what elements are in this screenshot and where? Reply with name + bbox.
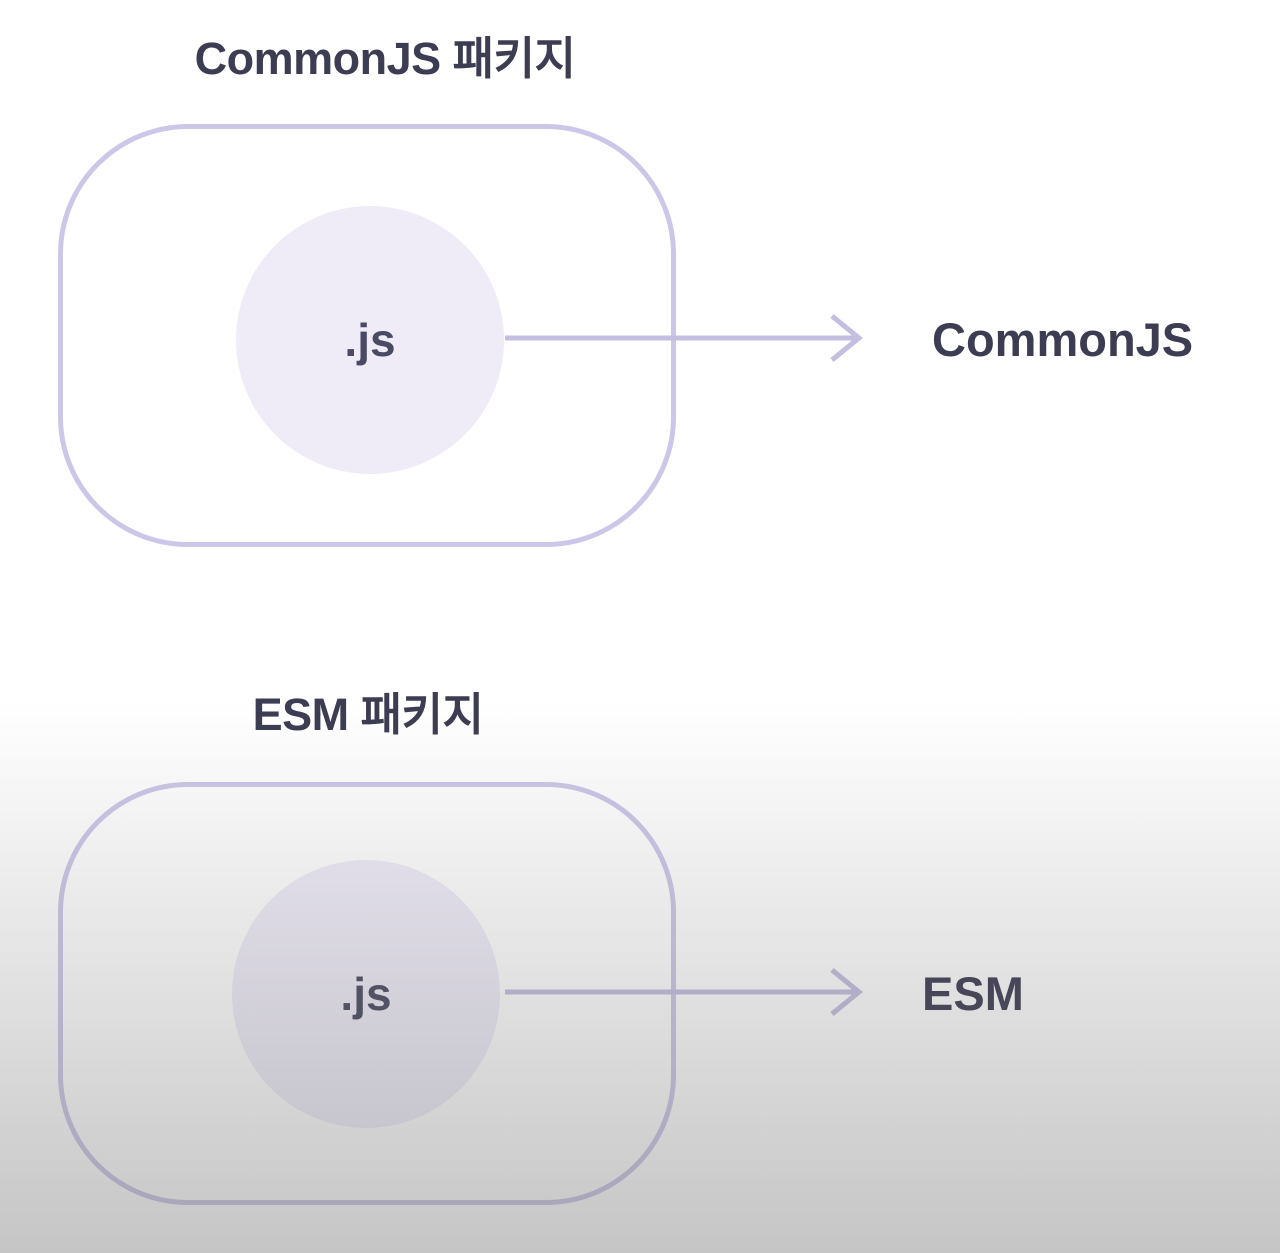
arrow-right-icon: [505, 314, 863, 362]
js-file-label: .js: [340, 968, 392, 1020]
module-type-label: CommonJS: [932, 313, 1194, 366]
arrow-right-icon: [505, 968, 863, 1016]
section-title: CommonJS 패키지: [194, 33, 576, 84]
js-file-circle: .js: [232, 860, 500, 1128]
js-file-circle: .js: [236, 206, 504, 474]
section-title: ESM 패키지: [252, 689, 484, 740]
js-file-label: .js: [344, 314, 396, 366]
module-type-label: ESM: [922, 967, 1024, 1020]
